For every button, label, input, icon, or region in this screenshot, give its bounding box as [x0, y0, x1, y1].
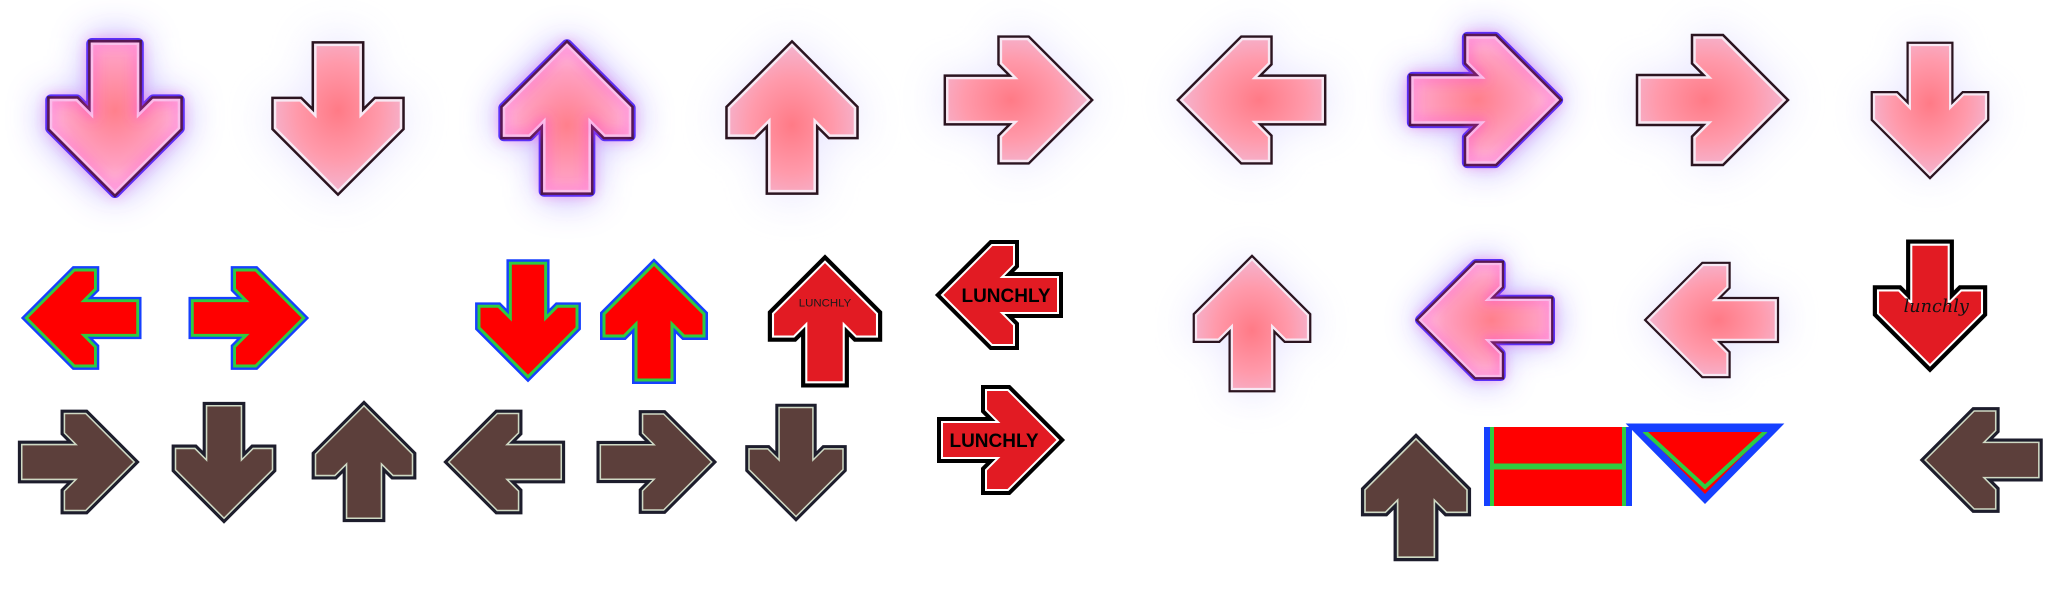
hold-parts-layer	[1484, 423, 1785, 506]
brown-arrow-right	[600, 414, 711, 510]
red-black-arrow-right: LUNCHLY	[942, 390, 1058, 490]
red-black-arrow-up: LUNCHLY	[773, 262, 877, 383]
brown-arrow-right	[22, 414, 135, 511]
red-blue-arrow-left	[26, 270, 137, 366]
glow-pressed-arrow-right	[1406, 32, 1564, 167]
glow-arrow-left	[1643, 260, 1781, 380]
glow-pressed-arrow-down	[46, 37, 184, 199]
glow-arrow-right	[941, 34, 1095, 166]
brown-arrow-down	[176, 406, 273, 519]
arrows-layer: LUNCHLY LUNCHLY LUNCHLY lunchly	[22, 32, 2039, 557]
glow-arrow-right	[1633, 32, 1791, 168]
red-blue-arrow-down	[479, 263, 577, 377]
red-blue-arrow-right	[192, 270, 303, 366]
brown-arrow-up	[1365, 439, 1467, 557]
brown-arrow-up	[316, 406, 413, 519]
brown-arrow-left	[1925, 411, 2039, 509]
glow-arrow-down	[269, 39, 407, 197]
glow-arrow-down	[1869, 39, 1991, 181]
red-blue-arrow-up	[604, 264, 704, 380]
red-black-arrow-left: LUNCHLY	[942, 245, 1058, 345]
arrow-label: LUNCHLY	[961, 286, 1050, 307]
glow-arrow-up	[723, 39, 861, 197]
glow-pressed-arrow-left	[1414, 260, 1556, 381]
brown-arrow-down	[749, 407, 843, 516]
arrow-label: lunchly	[1904, 297, 1970, 317]
glow-arrow-up	[1191, 253, 1313, 395]
hold-body-piece	[1484, 427, 1632, 506]
arrow-label: LUNCHLY	[949, 431, 1038, 452]
arrow-label: LUNCHLY	[799, 297, 852, 309]
glow-arrow-left	[1175, 34, 1329, 166]
glow-pressed-arrow-up	[499, 39, 635, 197]
red-black-arrow-down: lunchly	[1878, 245, 1982, 366]
brown-arrow-left	[449, 414, 562, 511]
hold-end-piece	[1625, 423, 1785, 504]
